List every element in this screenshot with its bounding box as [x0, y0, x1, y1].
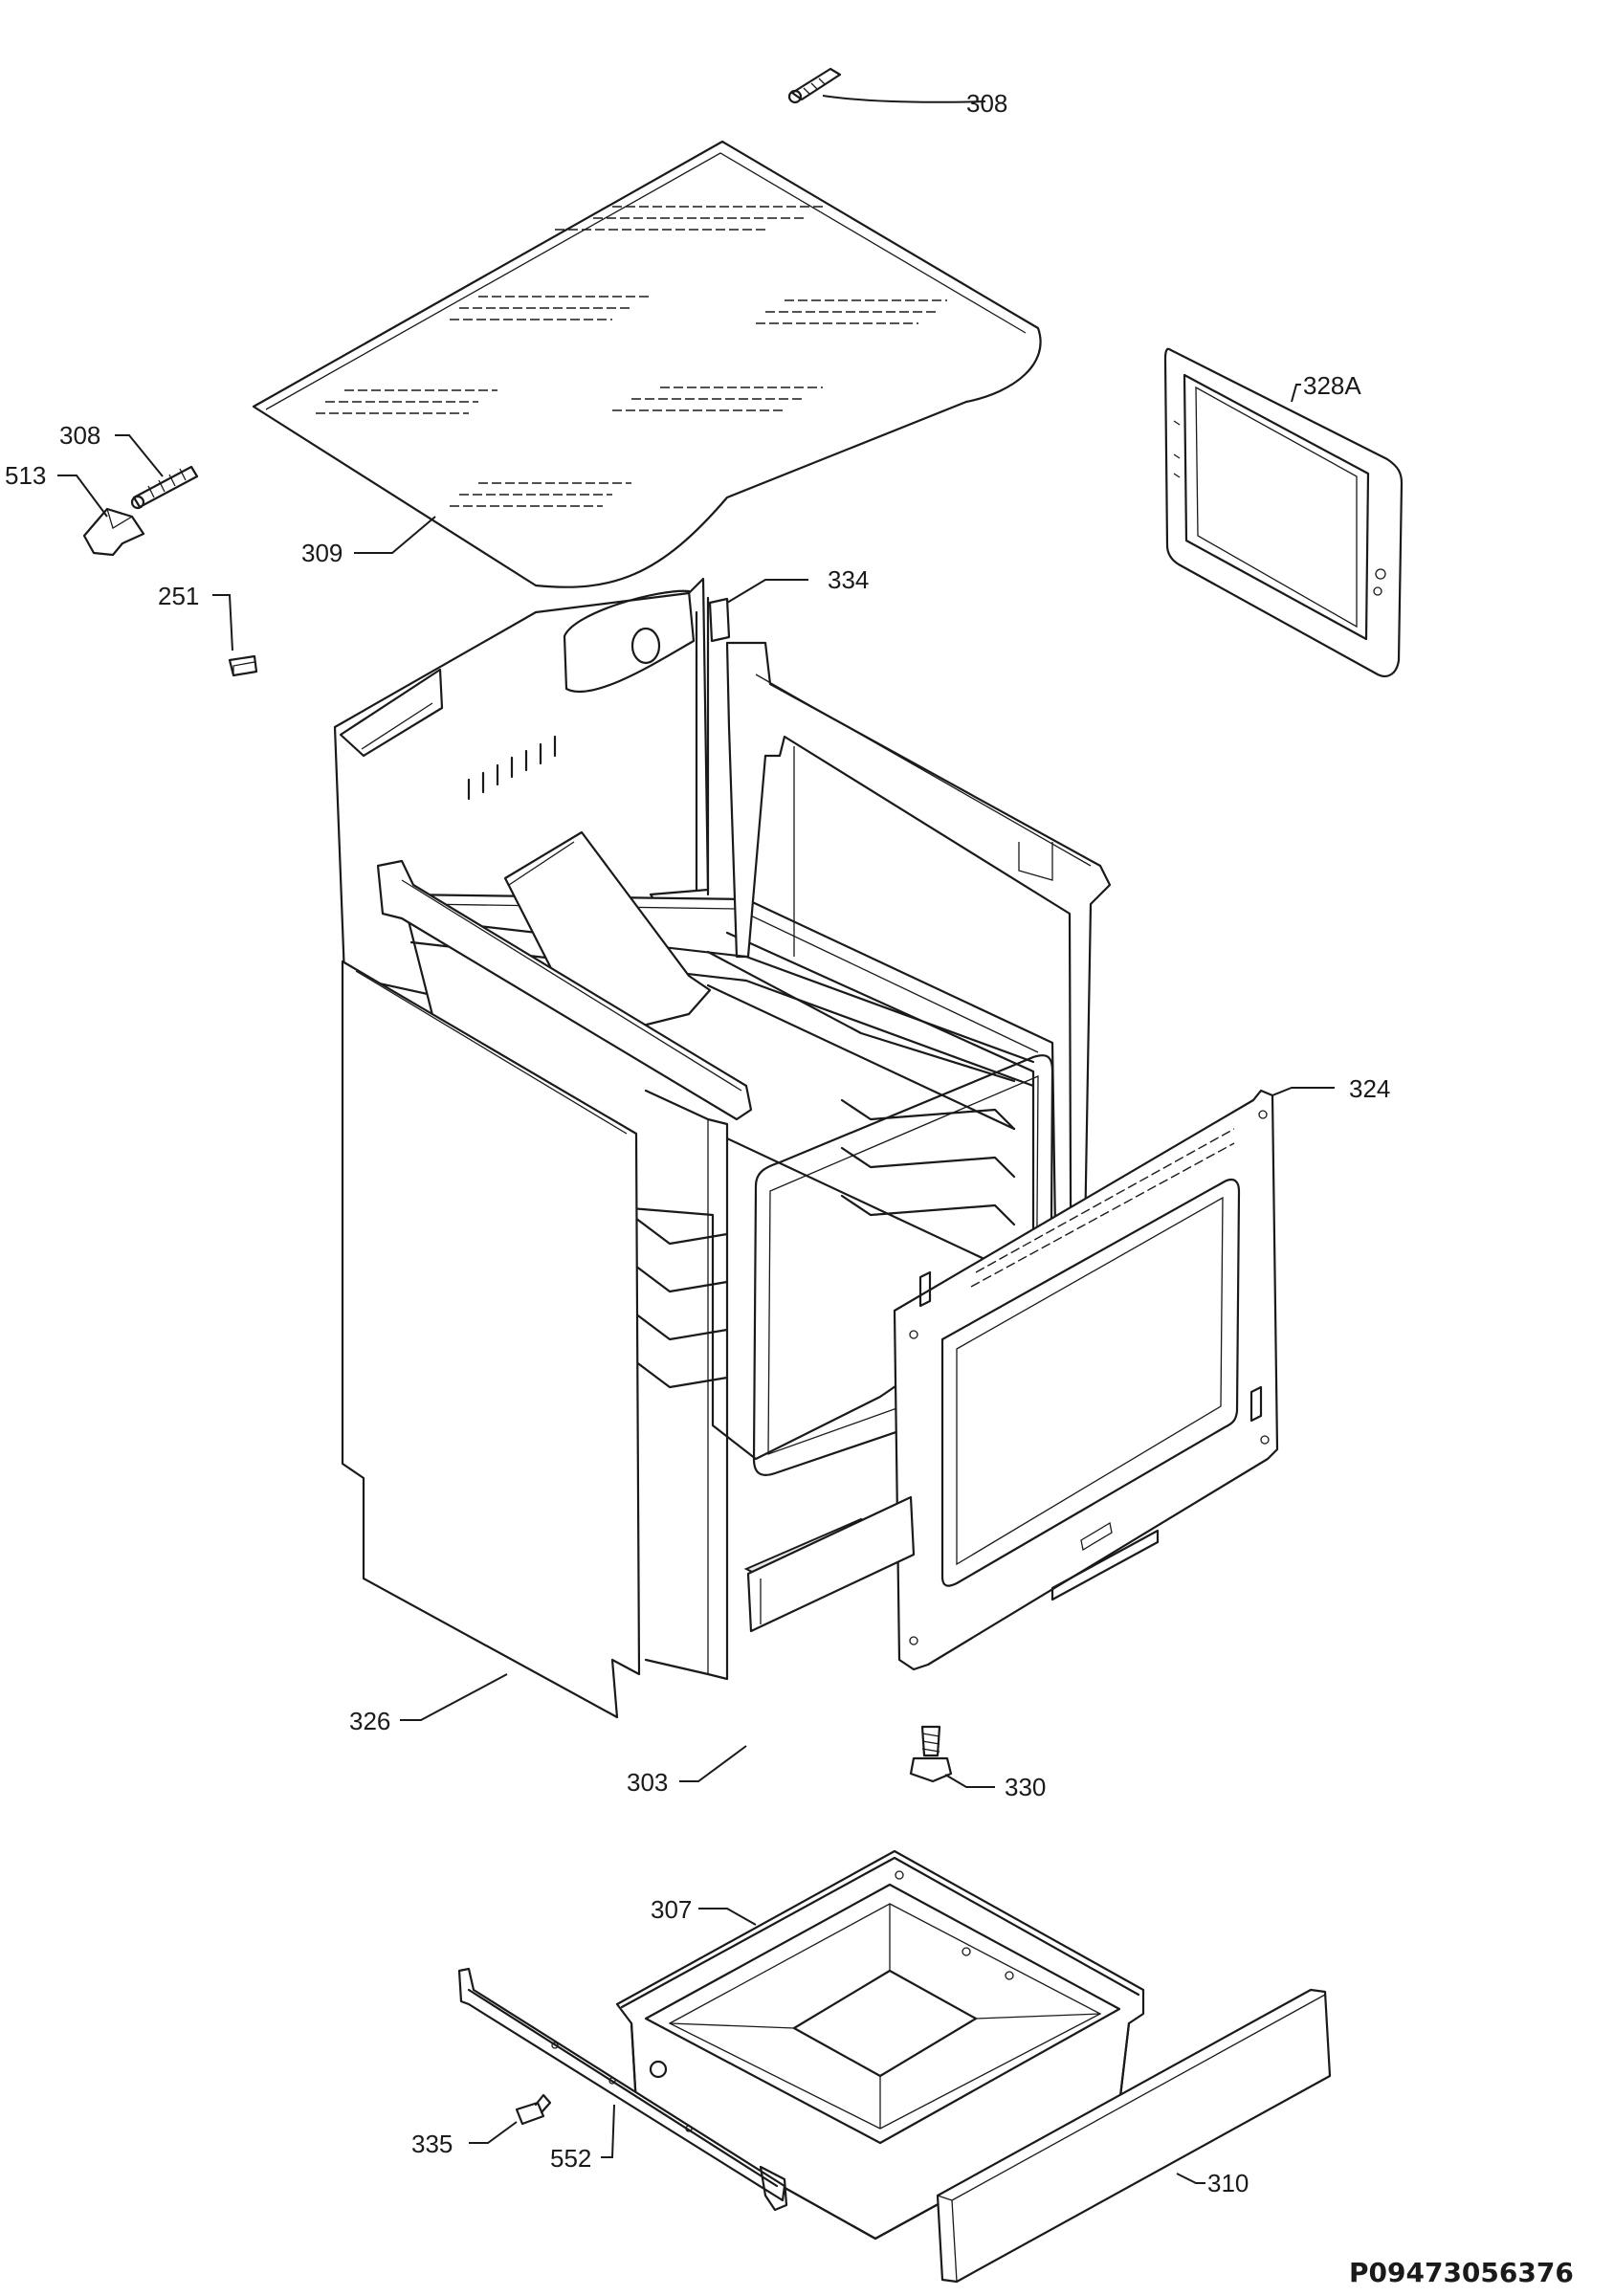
- leader-307: [698, 1908, 757, 1926]
- label-330: 330: [1005, 1773, 1046, 1801]
- label-335: 335: [411, 2130, 453, 2158]
- part-front-crossbar[interactable]: [376, 859, 753, 1121]
- part-308-screw-top[interactable]: [787, 67, 986, 104]
- part-308-screw-left[interactable]: [130, 465, 199, 510]
- leader-335: [469, 2121, 518, 2144]
- label-308-top: 308: [966, 89, 1007, 118]
- part-552-runner[interactable]: [457, 1967, 788, 2212]
- leader-251: [212, 594, 233, 651]
- part-330-bolt[interactable]: [909, 1725, 953, 1783]
- label-328a: 328A: [1303, 371, 1361, 400]
- part-335-screw[interactable]: [515, 2093, 552, 2126]
- part-324-door-frame[interactable]: [893, 1089, 1279, 1671]
- leader-552: [601, 2104, 615, 2158]
- label-310: 310: [1207, 2169, 1249, 2197]
- leader-308-left: [115, 434, 164, 477]
- diagram-code: P09473056376: [1349, 2257, 1574, 2288]
- label-513: 513: [5, 461, 46, 490]
- label-326: 326: [349, 1707, 390, 1735]
- leader-310: [1176, 2173, 1205, 2184]
- part-513-bracket[interactable]: [82, 507, 145, 557]
- label-303: 303: [627, 1768, 668, 1797]
- leader-330: [944, 1774, 995, 1788]
- leader-513: [57, 475, 108, 518]
- leader-334: [726, 579, 808, 604]
- label-308-left: 308: [59, 421, 100, 450]
- part-307-drawer-tray[interactable]: [615, 1849, 1145, 2241]
- label-334: 334: [828, 565, 869, 594]
- label-251: 251: [158, 582, 199, 610]
- label-552: 552: [550, 2144, 591, 2173]
- part-303-strip[interactable]: [743, 1495, 916, 1633]
- leader-309: [354, 516, 436, 554]
- part-328a-door-glass[interactable]: [1163, 347, 1404, 677]
- part-326-side-panel[interactable]: [341, 960, 729, 1719]
- leader-303: [679, 1745, 747, 1782]
- part-310-drawer-front[interactable]: [936, 1988, 1332, 2284]
- label-309: 309: [301, 539, 343, 567]
- label-307: 307: [651, 1895, 692, 1924]
- part-251-clip[interactable]: [228, 654, 258, 677]
- part-334-clip[interactable]: [708, 597, 731, 643]
- leader-326: [400, 1673, 508, 1721]
- label-324: 324: [1349, 1074, 1390, 1103]
- leader-328a: [1291, 384, 1301, 403]
- leader-324: [1271, 1087, 1335, 1096]
- part-309-glass-top[interactable]: [252, 140, 1042, 588]
